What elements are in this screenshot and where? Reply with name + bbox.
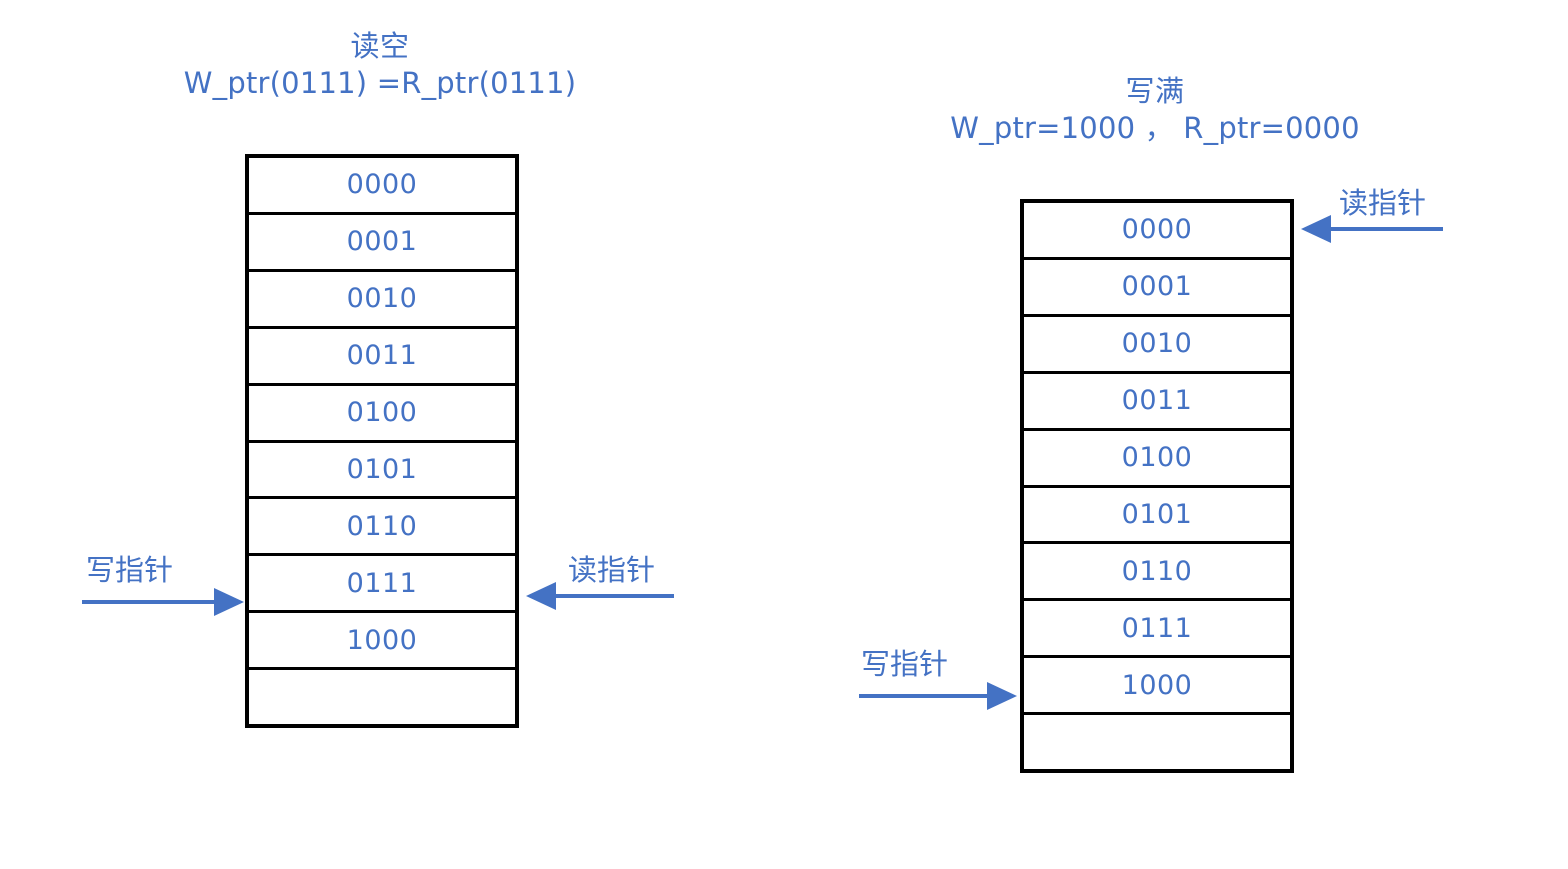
- write-pointer-write-full: 写指针: [855, 650, 1021, 712]
- table-row: 0100: [249, 386, 515, 443]
- table-row: 0110: [249, 499, 515, 557]
- arrow-left-icon: [1301, 215, 1443, 243]
- fifo-table-read-empty: 0000 0001 0010 0011 0100 0101 0110 0111 …: [245, 154, 519, 728]
- figure-read-empty-title-block: 读空 W_ptr(0111) =R_ptr(0111): [140, 28, 620, 102]
- read-pointer-read-empty: 读指针: [522, 550, 678, 612]
- table-row: 0001: [1024, 260, 1290, 317]
- table-row: 0011: [249, 329, 515, 386]
- arrow-right-icon: [859, 682, 1017, 710]
- table-row: 0111: [249, 556, 515, 614]
- table-row: 0101: [249, 443, 515, 500]
- read-pointer-label: 读指针: [568, 553, 656, 587]
- table-row: 0000: [1024, 203, 1290, 260]
- figure-write-full-subtitle: W_ptr=1000 ， R_ptr=0000: [950, 111, 1360, 146]
- table-row: 0101: [1024, 488, 1290, 545]
- arrow-left-icon: [526, 582, 674, 610]
- table-row: 0000: [249, 158, 515, 215]
- write-pointer-label: 写指针: [861, 647, 949, 681]
- figure-write-full-title: 写满: [1125, 74, 1185, 108]
- write-pointer-read-empty: 写指针: [78, 556, 246, 618]
- table-row: 0001: [249, 215, 515, 272]
- fifo-table-write-full: 0000 0001 0010 0011 0100 0101 0110 0111 …: [1020, 199, 1294, 773]
- read-pointer-label: 读指针: [1339, 186, 1427, 220]
- table-row-empty: [1024, 715, 1290, 769]
- table-row: 1000: [1024, 658, 1290, 716]
- table-row: 0110: [1024, 544, 1290, 602]
- arrow-right-icon: [82, 588, 244, 616]
- figure-read-empty-title: 读空: [350, 29, 410, 63]
- table-row: 0111: [1024, 601, 1290, 659]
- figure-write-full-title-block: 写满 W_ptr=1000 ， R_ptr=0000: [915, 73, 1395, 147]
- table-row-empty: [249, 670, 515, 724]
- table-row: 0011: [1024, 374, 1290, 431]
- table-row: 1000: [249, 613, 515, 671]
- table-row: 0100: [1024, 431, 1290, 488]
- table-row: 0010: [1024, 317, 1290, 374]
- table-row: 0010: [249, 272, 515, 329]
- write-pointer-label: 写指针: [86, 553, 174, 587]
- read-pointer-write-full: 读指针: [1297, 183, 1447, 245]
- figure-read-empty-subtitle: W_ptr(0111) =R_ptr(0111): [183, 66, 577, 101]
